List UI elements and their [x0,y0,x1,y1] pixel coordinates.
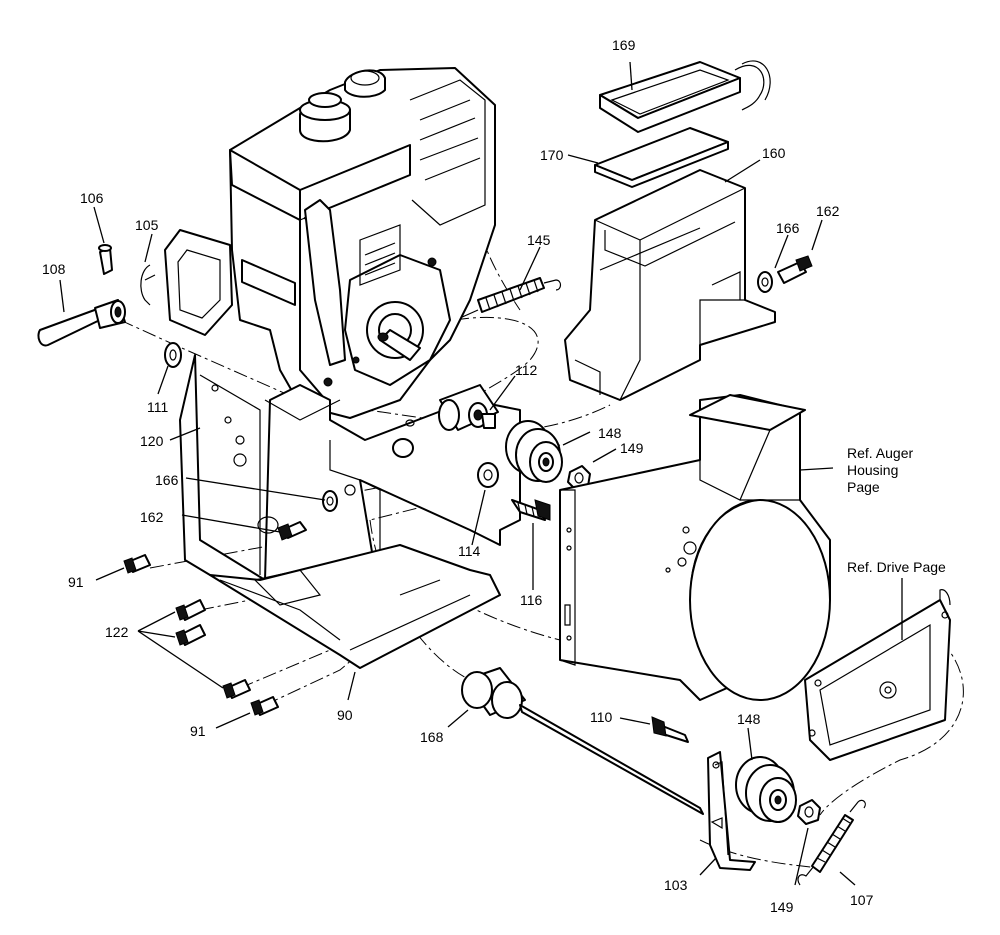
ref-auger-line3: Page [847,479,880,495]
ref-auger-line1: Ref. Auger [847,445,913,461]
part-105-clip [140,264,156,306]
part-112-shaft [438,384,499,431]
callout-166-left: 166 [155,472,179,488]
callout-91-upper: 91 [68,574,84,590]
leader-lines [59,61,903,886]
callout-148-lower: 148 [737,711,761,727]
part-114-spacer [477,462,499,488]
part-91-screw-upper [123,554,151,574]
drive-bracket-reference [804,589,951,761]
part-145-spring [459,277,562,319]
part-148-pulley-upper [505,420,563,483]
callout-labels: 169 170 160 162 166 145 106 105 108 111 … [42,37,874,915]
callout-162-top: 162 [816,203,840,219]
part-116-bolt [511,499,551,521]
part-107-spring [797,799,866,886]
part-122-screw-a [175,599,206,621]
callout-91-lower: 91 [190,723,206,739]
callout-162-left: 162 [140,509,164,525]
callout-110: 110 [590,709,613,725]
part-110-bolt [651,716,689,743]
part-170-pad [594,127,729,188]
part-111-washer [164,342,182,368]
engine-handle [164,229,233,336]
callout-90: 90 [337,707,353,723]
part-122-screw-b [175,624,206,646]
part-169-cover [599,60,771,133]
part-160-housing [564,169,776,401]
reference-notes: Ref. Auger Housing Page Ref. Drive Page [847,445,946,575]
callout-149-lower: 149 [770,899,794,915]
part-168-roller [461,667,526,719]
part-103-idler-arm [707,751,756,871]
part-162-screw-left [277,521,307,541]
ref-auger-line2: Housing [847,462,898,478]
auger-housing-reference [559,394,831,701]
callout-111: 111 [147,399,168,415]
part-148-pulley-lower [735,756,797,823]
callout-103: 103 [664,877,688,893]
callout-166-top: 166 [776,220,800,236]
callout-120: 120 [140,433,164,449]
callout-122: 122 [105,624,129,640]
part-106-pin [98,244,113,275]
callout-145: 145 [527,232,551,248]
callout-148-upper: 148 [598,425,622,441]
part-122-screw-c [222,679,251,699]
callout-108: 108 [42,261,66,277]
part-91-screw-lower [250,696,279,716]
ref-drive-page: Ref. Drive Page [847,559,946,575]
callout-107: 107 [850,892,874,908]
callout-160: 160 [762,145,786,161]
callout-168: 168 [420,729,444,745]
part-166-washer-left [322,490,338,512]
part-149-nut-lower [797,799,821,825]
part-90-base [209,544,501,669]
callout-105: 105 [135,217,159,233]
idler-rod [519,704,704,815]
callout-112: 112 [515,362,538,378]
callout-169: 169 [612,37,636,53]
engine-assembly [229,67,496,419]
part-162-screw-top [777,255,813,284]
callout-149-upper: 149 [620,440,644,456]
part-166-washer-top [757,271,773,293]
callout-170: 170 [540,147,564,163]
callout-116: 116 [520,592,543,608]
callout-114: 114 [458,543,481,559]
callout-106: 106 [80,190,104,206]
part-108-rod [37,299,126,347]
